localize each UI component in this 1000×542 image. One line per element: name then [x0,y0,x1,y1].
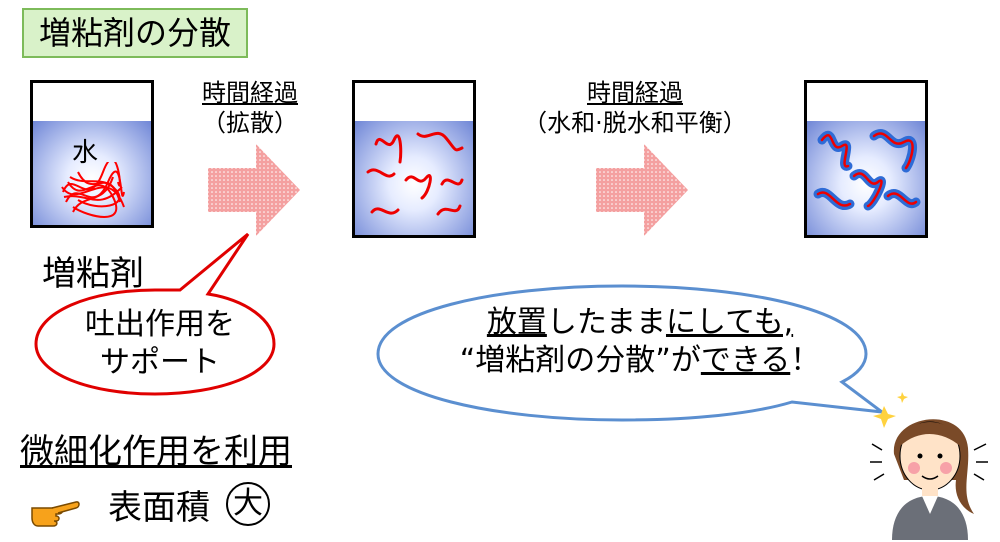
arrow-2 [596,144,688,236]
red-bubble-line2: サポート [100,345,220,380]
arrow-1 [208,144,300,236]
circled-large-text: 大 [233,486,263,521]
water-label: 水 [72,138,99,168]
hydrated-thickener [813,129,921,211]
water-fill [33,121,151,225]
beaker-initial [30,80,154,228]
step2-line2: （水和·脱水和平衡） [523,109,747,137]
page-title: 増粘剤の分散 [22,8,248,58]
step2-line1: 時間経過 [587,79,683,107]
bottom-heading: 微細化作用を利用 [20,424,292,473]
step1-caption: 時間経過 （拡散） [180,78,320,138]
blue-bubble-even-if: にしても, [665,305,794,340]
blue-bubble-leave: 放置 [486,305,547,340]
blue-bubble-exclaim: ！ [790,343,821,378]
blue-bubble-can: できる [700,343,791,378]
red-speech-bubble [34,232,276,396]
red-bubble-text: 吐出作用を サポート [70,306,250,382]
step1-line2: （拡散） [202,109,298,137]
blue-bubble-text: 放置したままにしても, “増粘剤の分散”ができる！ [410,304,870,380]
blue-bubble-dispersion: “増粘剤の分散”が [459,343,701,378]
blue-speech-bubble [376,284,888,422]
thickener-label: 増粘剤 [42,254,144,294]
red-bubble-line1: 吐出作用を [85,307,235,342]
surface-area-label: 表面積 [108,488,210,528]
pointing-hand-icon [31,501,80,527]
blue-bubble-as-is: したまま [546,305,666,340]
diffused-thickener [366,131,464,216]
woman-illustration [870,392,988,540]
step2-caption: 時間経過 （水和·脱水和平衡） [515,78,755,138]
miniaturization-label: 微細化作用を利用 [20,432,292,472]
circled-large: 大 [226,482,270,526]
clumped-thickener [61,162,125,218]
step1-line1: 時間経過 [202,79,298,107]
